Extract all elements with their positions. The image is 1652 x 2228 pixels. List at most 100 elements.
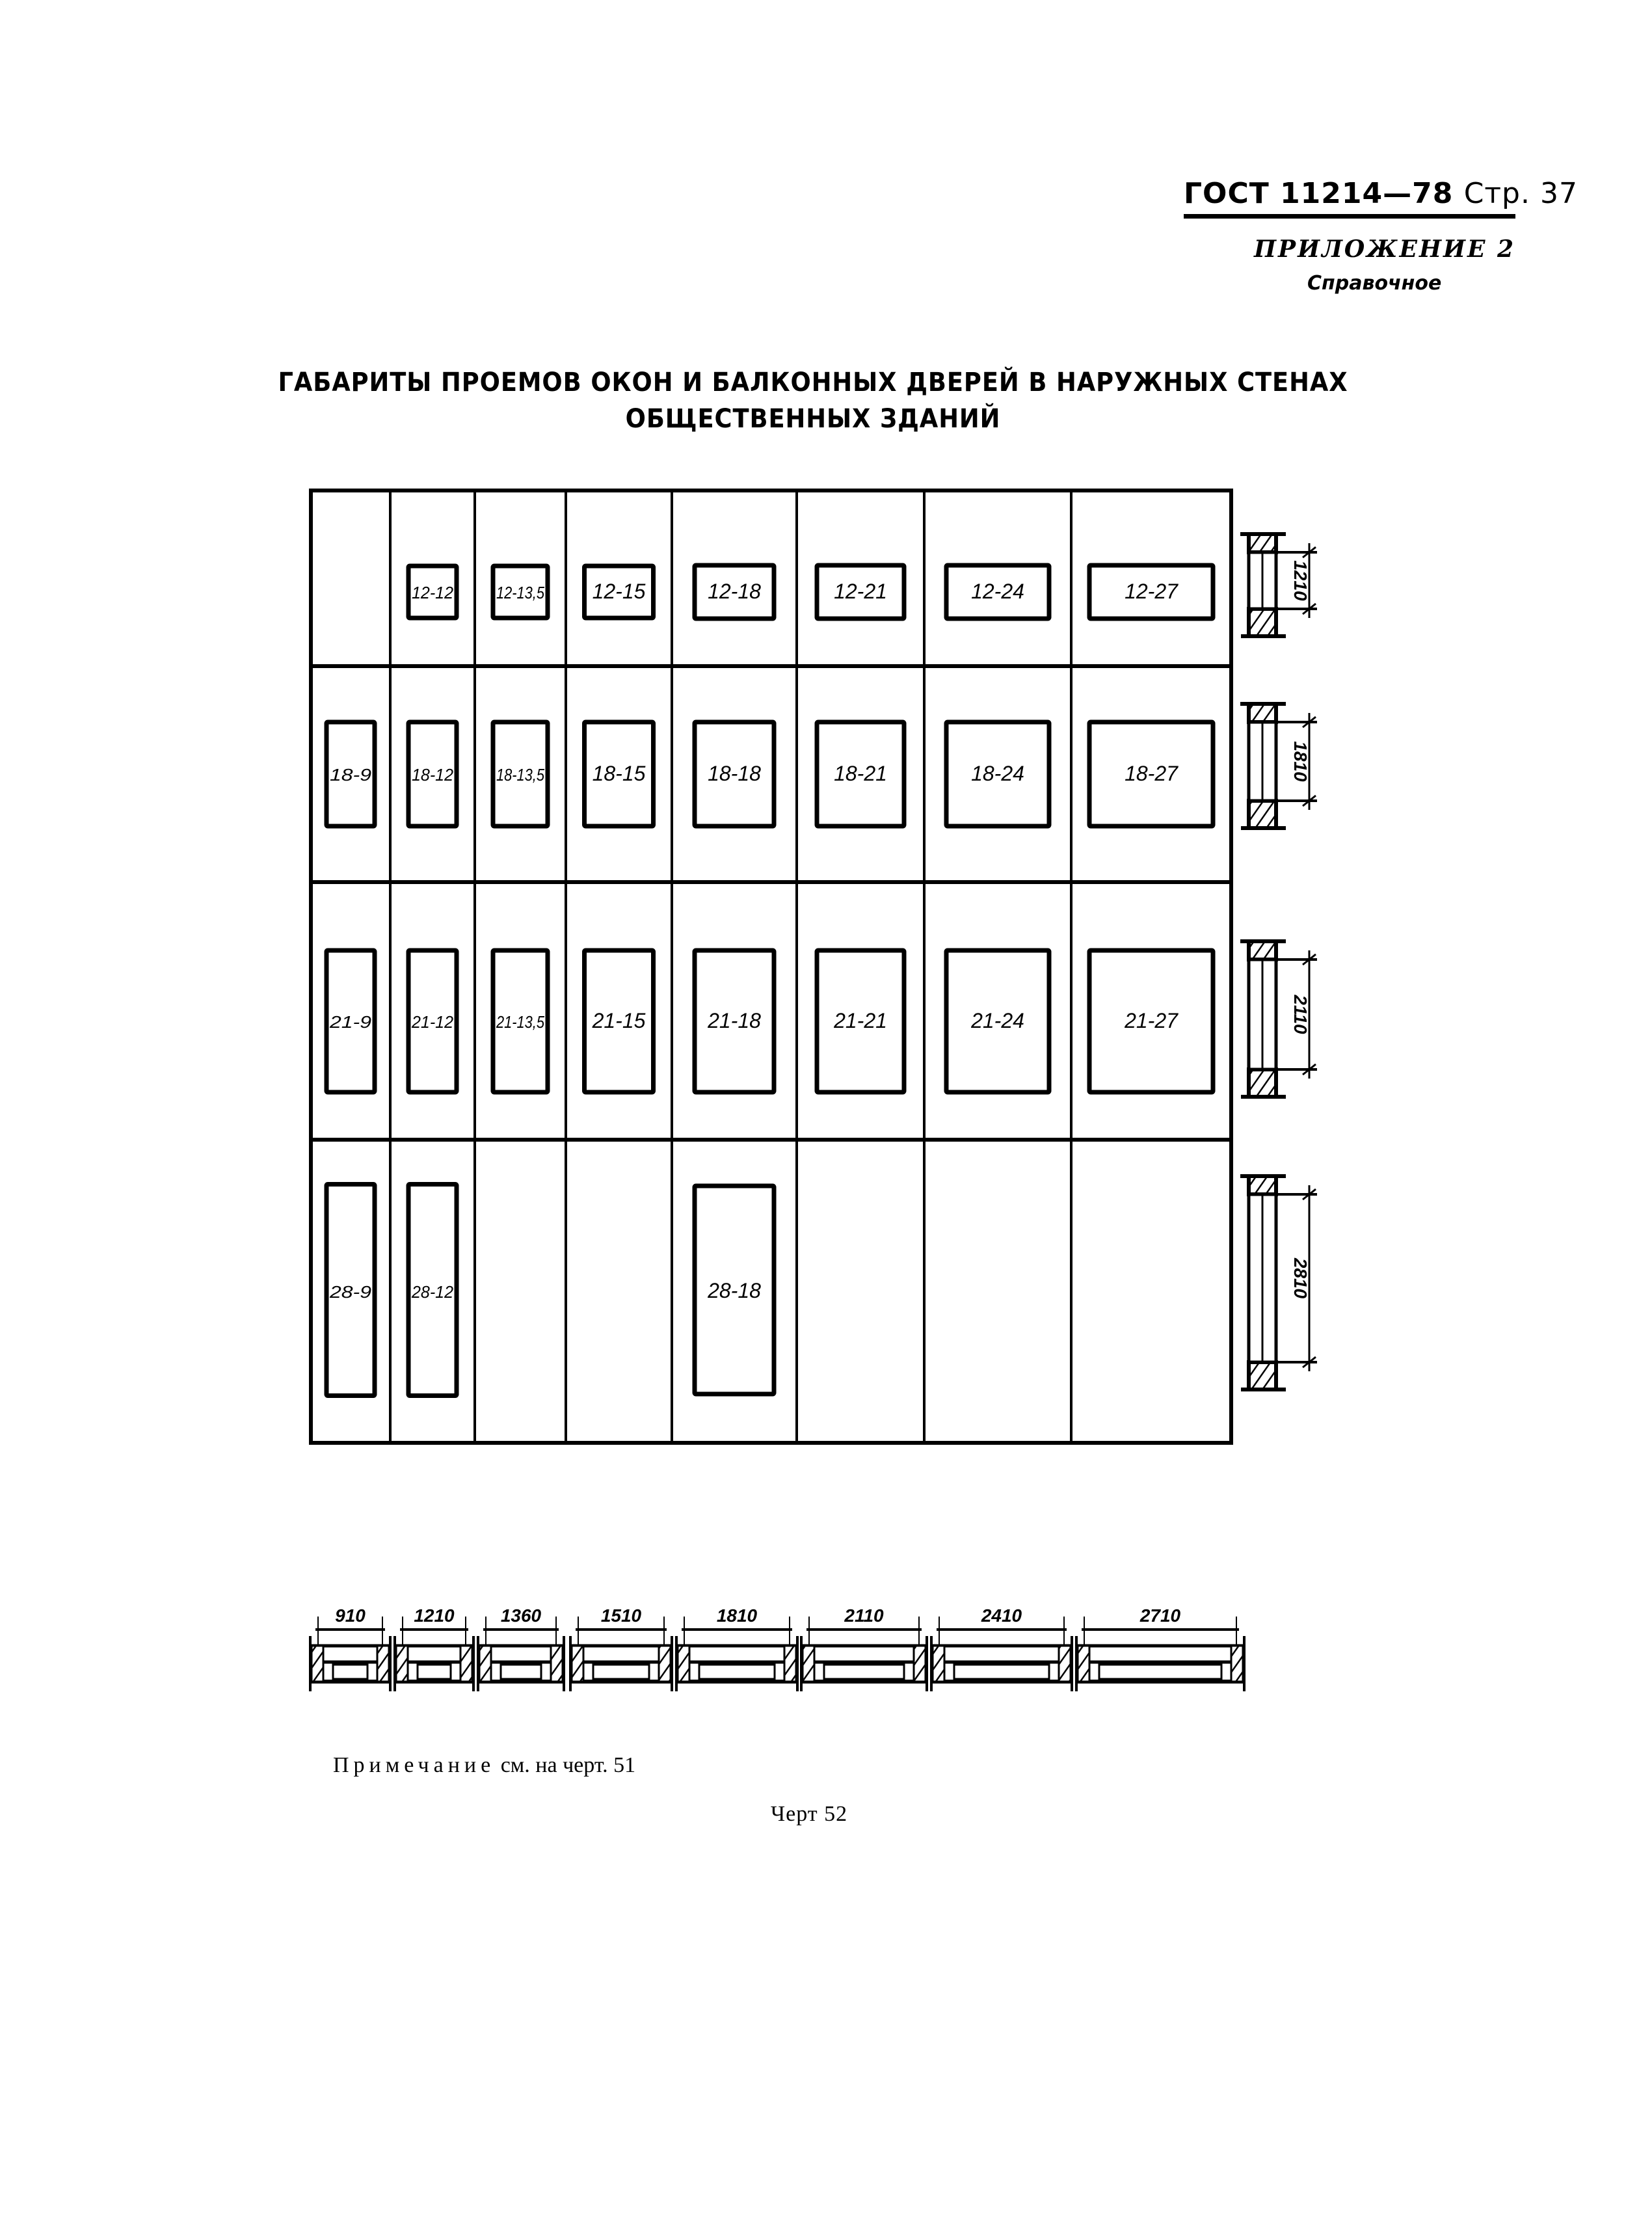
title-line-1: ГАБАРИТЫ ПРОЕМОВ ОКОН И БАЛКОННЫХ ДВЕРЕЙ… — [278, 368, 1348, 397]
window-opening: 12-24 — [944, 563, 1052, 621]
plan-segment: 1510 — [569, 1605, 673, 1691]
window-label: 12-24 — [971, 580, 1024, 603]
window-box — [406, 1182, 459, 1398]
window-opening: 12-21 — [814, 563, 907, 621]
window-box — [1087, 563, 1216, 621]
window-opening: 28-18 — [692, 1183, 777, 1397]
page-number: Стр. 37 — [1463, 177, 1578, 210]
window-label: 12-27 — [1125, 580, 1179, 603]
window-box — [324, 948, 377, 1095]
window-label: 18-21 — [834, 762, 887, 785]
plan-segment: 1360 — [477, 1605, 565, 1691]
window-label: 21-27 — [1124, 1009, 1179, 1032]
window-box — [944, 719, 1052, 829]
window-box — [490, 948, 550, 1095]
window-label: 21-9 — [329, 1012, 371, 1032]
window-opening: 18-27 — [1087, 719, 1216, 829]
plan-width-label: 2110 — [844, 1605, 884, 1626]
window-opening: 12-15 — [582, 563, 656, 621]
wall-section: 2110 — [1240, 939, 1317, 1099]
window-label: 28-18 — [707, 1279, 761, 1302]
window-box — [692, 719, 777, 829]
window-label: 18-18 — [708, 762, 761, 785]
window-box — [490, 719, 550, 829]
window-opening: 12-18 — [692, 563, 777, 621]
window-label: 18-27 — [1125, 762, 1179, 785]
window-opening: 21-18 — [692, 948, 777, 1095]
window-opening: 12-12 — [406, 563, 459, 621]
plan-width-label: 1810 — [717, 1605, 758, 1626]
window-box — [692, 1183, 777, 1397]
grid-frame — [309, 489, 1233, 1445]
window-box — [406, 563, 459, 621]
plan-width-label: 910 — [335, 1605, 366, 1626]
window-opening: 28-9 — [324, 1182, 377, 1398]
window-label: 12-15 — [593, 580, 646, 603]
reference-label: Справочное — [1307, 272, 1442, 295]
window-box — [814, 719, 907, 829]
window-label: 21-24 — [970, 1009, 1024, 1032]
plan-segment: 910 — [309, 1605, 392, 1691]
title-line-2: ОБЩЕСТВЕННЫХ ЗДАНИЙ — [625, 404, 1001, 434]
plan-width-label: 2410 — [981, 1605, 1022, 1626]
plan-segment: 1810 — [675, 1605, 799, 1691]
window-box — [814, 563, 907, 621]
window-box — [692, 948, 777, 1095]
window-label: 12-12 — [412, 583, 454, 602]
window-opening: 18-9 — [324, 719, 377, 829]
window-opening: 18-21 — [814, 719, 907, 829]
plan-segment: 2410 — [930, 1605, 1073, 1691]
window-label: 18-24 — [971, 762, 1024, 785]
window-label: 12-21 — [834, 580, 887, 603]
window-opening: 21-24 — [944, 948, 1052, 1095]
window-opening: 21-9 — [324, 948, 377, 1095]
plan-width-label: 1360 — [501, 1605, 542, 1626]
window-label: 21-13,5 — [496, 1012, 544, 1032]
window-opening: 18-24 — [944, 719, 1052, 829]
window-label: 21-15 — [592, 1009, 646, 1032]
section-height-label: 2110 — [1290, 994, 1311, 1034]
window-label: 18-12 — [412, 765, 454, 785]
note-word: Примечание — [333, 1753, 496, 1777]
window-openings: 12-12 12-13,5 12-15 12-18 12-21 12-24 12-27 18-… — [324, 563, 1216, 1398]
window-label: 21-21 — [833, 1009, 887, 1032]
window-label: 28-12 — [411, 1282, 453, 1302]
window-opening: 21-21 — [814, 948, 907, 1095]
window-label: 18-15 — [593, 762, 646, 785]
plan-width-label: 2710 — [1139, 1605, 1181, 1626]
window-label: 12-13,5 — [496, 583, 544, 602]
window-box — [582, 948, 656, 1095]
note-text: Примечание см. на черт. 51 — [333, 1753, 635, 1778]
window-box — [582, 719, 656, 829]
window-box — [324, 719, 377, 829]
plan-width-label: 1510 — [601, 1605, 642, 1626]
window-opening: 18-15 — [582, 719, 656, 829]
section-height-label: 1810 — [1290, 741, 1311, 782]
window-box — [944, 563, 1052, 621]
window-box — [406, 948, 459, 1095]
wall-section: 2810 — [1240, 1174, 1317, 1391]
window-opening: 18-12 — [406, 719, 459, 829]
section-height-label: 2810 — [1290, 1257, 1311, 1299]
window-label: 18-13,5 — [496, 765, 544, 785]
window-opening: 21-13,5 — [490, 948, 550, 1095]
window-box — [406, 719, 459, 829]
window-opening: 18-13,5 — [490, 719, 550, 829]
page-title: ГАБАРИТЫ ПРОЕМОВ ОКОН И БАЛКОННЫХ ДВЕРЕЙ… — [245, 364, 1381, 437]
plan-segment: 2110 — [800, 1605, 928, 1691]
plan-dimension-strip: 910 1210 1360 1510 1810 2110 2410 2710 — [309, 1605, 1246, 1691]
window-box — [692, 563, 777, 621]
window-box — [814, 948, 907, 1095]
window-opening: 12-27 — [1087, 563, 1216, 621]
window-label: 12-18 — [708, 580, 761, 603]
window-opening: 18-18 — [692, 719, 777, 829]
plan-width-label: 1210 — [414, 1605, 455, 1626]
window-box — [324, 1182, 377, 1398]
note-rest: см. на черт. 51 — [495, 1753, 636, 1777]
window-opening: 21-12 — [406, 948, 459, 1095]
standard-number: ГОСТ 11214—78 — [1184, 177, 1454, 210]
window-label: 18-9 — [330, 765, 371, 785]
plan-segment: 1210 — [393, 1605, 475, 1691]
